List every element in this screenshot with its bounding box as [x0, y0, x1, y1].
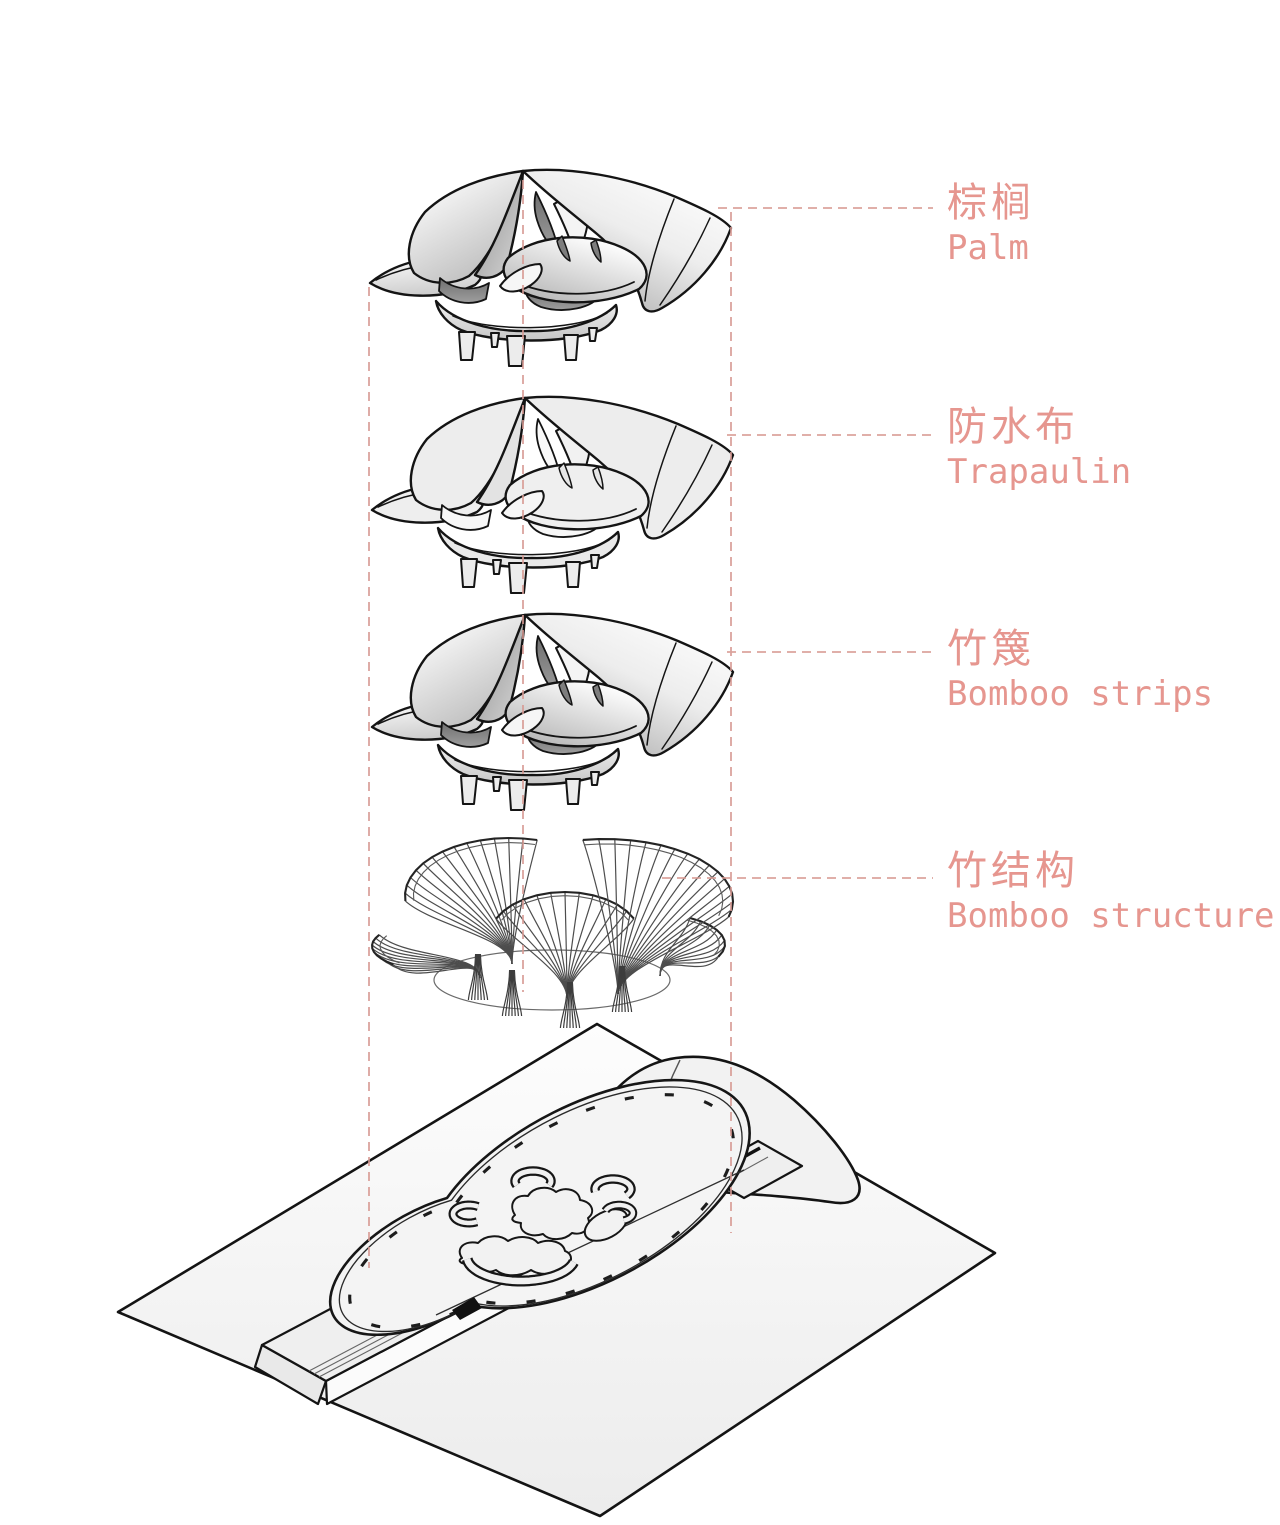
- label-bamboo-structure-en: Bomboo structure: [947, 896, 1275, 936]
- label-bamboo-strips: 竹篾 Bomboo strips: [947, 627, 1213, 714]
- layer-bamboo-structure: [371, 836, 735, 1029]
- path-centerline: [435, 1169, 745, 1316]
- label-tarpaulin: 防水布 Trapaulin: [947, 405, 1131, 492]
- label-palm-en: Palm: [947, 228, 1029, 268]
- platform-stools: [448, 1166, 638, 1287]
- label-bamboo-structure-zh: 竹结构: [947, 848, 1079, 894]
- deck-shadow-wedge: [452, 1297, 482, 1320]
- label-bamboo-structure: 竹结构 Bomboo structure: [947, 849, 1275, 936]
- guide-lines: [368, 180, 933, 1268]
- platform-pond: [583, 1208, 629, 1242]
- label-palm: 棕榈 Palm: [947, 181, 1035, 268]
- label-tarpaulin-zh: 防水布: [947, 404, 1079, 450]
- layer-palm: [370, 170, 731, 366]
- ground-site: [116, 1022, 997, 1518]
- layer-tarpaulin: [372, 397, 733, 593]
- label-palm-zh: 棕榈: [947, 180, 1035, 226]
- platform-blob-center: [511, 1186, 594, 1241]
- layer-bamboo-strips: [372, 614, 733, 810]
- label-bamboo-strips-zh: 竹篾: [947, 626, 1035, 672]
- label-tarpaulin-en: Trapaulin: [947, 452, 1132, 492]
- label-bamboo-strips-en: Bomboo strips: [947, 674, 1214, 714]
